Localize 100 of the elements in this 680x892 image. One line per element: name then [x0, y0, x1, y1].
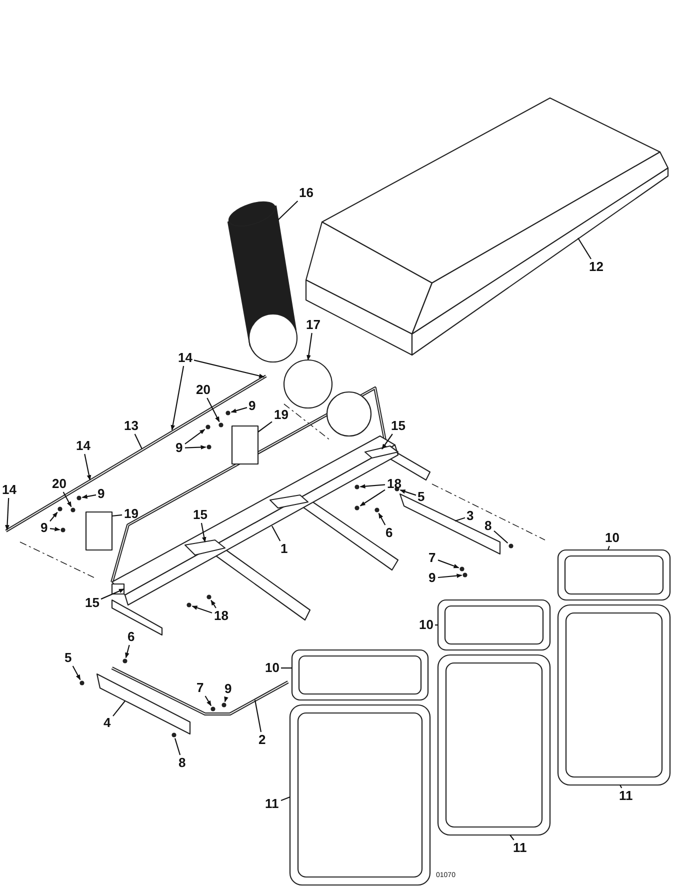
- callout-number: 9: [224, 682, 233, 696]
- callout-number: 14: [75, 439, 92, 453]
- leader-line: [206, 398, 220, 422]
- leader-line: [134, 434, 142, 450]
- fastener: [206, 594, 212, 600]
- leader-line: [360, 489, 386, 506]
- callout-number: 7: [428, 551, 437, 565]
- leader-line: [174, 738, 181, 756]
- fastener: [508, 544, 514, 548]
- angle-bracket: [399, 493, 501, 555]
- callout-number: 5: [416, 490, 426, 504]
- leader-line: [204, 696, 212, 706]
- callout-number: 15: [390, 419, 406, 433]
- bin-rim: [291, 649, 429, 701]
- callout-number: 9: [40, 521, 49, 535]
- leader-line: [200, 522, 206, 543]
- leader-line: [100, 588, 124, 600]
- callout-number: 10: [264, 661, 280, 675]
- leader-line: [84, 454, 92, 481]
- leader-line: [378, 512, 386, 526]
- callout-number: 20: [51, 477, 68, 491]
- callout-number: 10: [418, 618, 434, 632]
- callout-number: 17: [305, 318, 322, 332]
- bracket: [85, 511, 113, 551]
- leader-line: [278, 200, 298, 220]
- hose: [227, 201, 298, 363]
- callout-number: 1: [280, 542, 289, 556]
- callout-number: 13: [123, 419, 140, 433]
- leader-line: [306, 332, 312, 361]
- callout-number: 14: [1, 483, 18, 497]
- leader-line: [254, 700, 262, 732]
- fastener: [80, 680, 84, 686]
- leader-line: [454, 517, 466, 522]
- leader-line: [435, 624, 438, 626]
- mounting-plate: [364, 445, 399, 459]
- callout-number: 7: [196, 681, 205, 695]
- leader-line: [125, 644, 130, 658]
- elbow-cap: [326, 391, 372, 437]
- callout-number: 4: [102, 716, 112, 730]
- bin: [437, 654, 551, 836]
- callout-number: 2: [258, 733, 267, 747]
- callout-number: 19: [273, 408, 290, 422]
- callout-number: 9: [174, 441, 184, 455]
- leader-line: [494, 530, 508, 544]
- leader-line: [72, 666, 81, 680]
- callout-number: 11: [264, 797, 280, 811]
- leader-line: [192, 606, 212, 614]
- callout-number: 6: [384, 526, 394, 540]
- callout-number: 9: [248, 399, 257, 413]
- callout-number: 8: [484, 519, 493, 533]
- callout-number: 8: [178, 756, 187, 770]
- fastener: [460, 566, 464, 572]
- callout-number: 16: [298, 186, 314, 200]
- leader-line: [607, 546, 610, 550]
- fastener: [122, 658, 128, 664]
- callout-number: 11: [618, 789, 634, 803]
- leader-line: [82, 494, 96, 499]
- bin-rim: [557, 549, 671, 601]
- fastener: [186, 602, 192, 608]
- disc: [283, 359, 333, 409]
- leader-line: [184, 445, 206, 450]
- callout-number: 20: [195, 383, 212, 397]
- fastener: [374, 508, 380, 512]
- fastener: [354, 506, 360, 510]
- leader-line: [112, 700, 126, 716]
- leader-line: [230, 407, 248, 413]
- bin: [557, 604, 671, 786]
- leader-line: [50, 512, 58, 522]
- callout-number: 18: [213, 609, 230, 623]
- leader-line: [5, 498, 10, 531]
- leader-line: [280, 796, 290, 802]
- callout-number: 18: [386, 477, 402, 491]
- leader-line: [258, 421, 272, 432]
- leader-line: [510, 834, 514, 840]
- leader-line: [170, 366, 184, 431]
- callout-number: 15: [84, 596, 100, 610]
- fastener: [394, 486, 400, 492]
- leader-line: [194, 360, 265, 378]
- leader-line: [272, 526, 281, 542]
- leader-line: [62, 492, 72, 508]
- callout-number: 19: [123, 507, 140, 521]
- leader-line: [620, 784, 622, 788]
- callout-number: 12: [588, 260, 604, 274]
- leader-line: [112, 514, 122, 517]
- leader-line: [224, 696, 228, 702]
- callout-number: 10: [604, 531, 620, 545]
- leader-line: [438, 560, 460, 568]
- callout-number: 14: [177, 351, 194, 365]
- fastener: [172, 732, 176, 738]
- leader-line: [281, 667, 292, 669]
- callout-number: 9: [96, 487, 106, 501]
- callout-number: 9: [428, 571, 437, 585]
- callout-number: 6: [126, 630, 136, 644]
- bin-rim: [437, 599, 551, 651]
- leader-line: [382, 434, 393, 450]
- callout-number: 3: [466, 509, 475, 523]
- angle-bracket: [96, 673, 191, 735]
- callout-number: 11: [512, 841, 528, 855]
- leader-line: [360, 484, 386, 489]
- fastener: [354, 484, 360, 490]
